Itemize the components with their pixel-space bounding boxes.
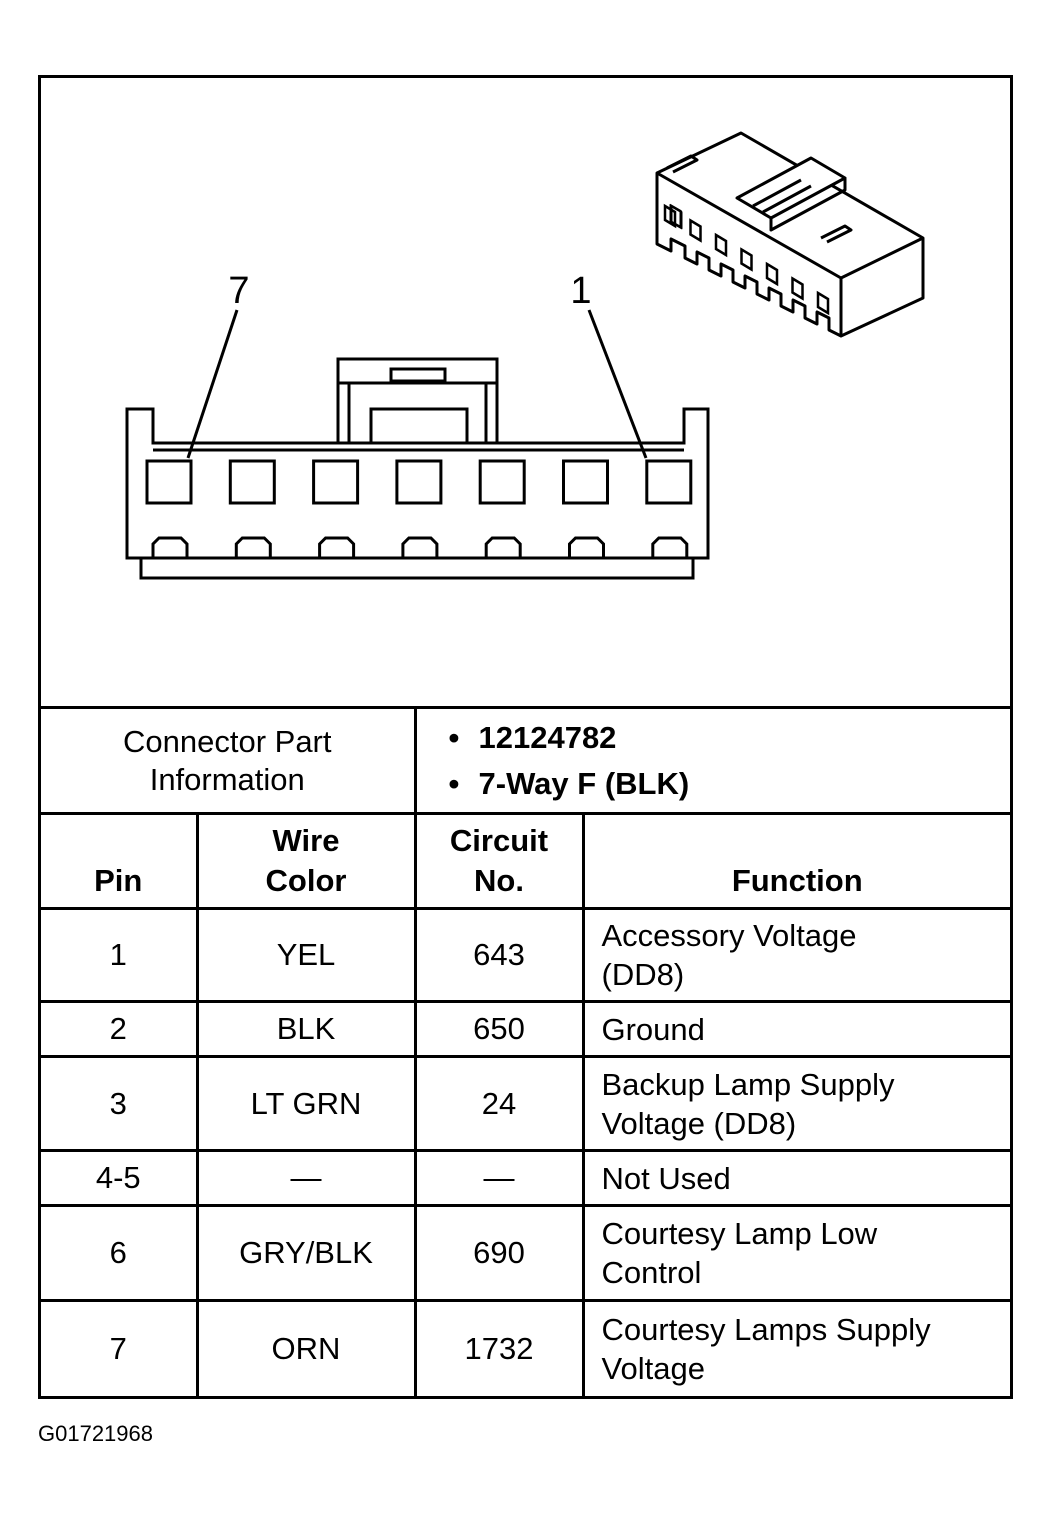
table-row: 1 YEL 643 Accessory Voltage (DD8) (41, 907, 1010, 1003)
terminal-cavity (478, 459, 526, 505)
locking-tab (651, 536, 689, 558)
header-wire-color: Wire Color (195, 812, 417, 910)
terminal-cavity (645, 459, 693, 505)
wire-color-cell: YEL (195, 907, 417, 1003)
bottom-locking-tabs (151, 536, 689, 558)
function-cell: Courtesy Lamp Low Control (581, 1204, 1010, 1302)
table-row: 4-5 — — Not Used (41, 1149, 1010, 1207)
pin-cell: 7 (41, 1299, 199, 1396)
table-row: 2 BLK 650 Ground (41, 1000, 1010, 1058)
figure-id: G01721968 (38, 1421, 153, 1446)
terminal-cavity (395, 459, 443, 505)
wire-color-cell: — (195, 1149, 417, 1207)
function-cell: Courtesy Lamps Supply Voltage (581, 1299, 1010, 1396)
connector-diagram: 7 1 (41, 78, 1010, 708)
function-cell: Not Used (581, 1149, 1010, 1207)
header-pin: Pin (41, 812, 199, 910)
locking-tab (234, 536, 272, 558)
locking-tab (151, 536, 189, 558)
locking-tab (484, 536, 522, 558)
table-row: 3 LT GRN 24 Backup Lamp Supply Voltage (… (41, 1055, 1010, 1152)
pin-cell: 6 (41, 1204, 199, 1302)
connector-part-info-label: Connector Part Information (41, 706, 417, 815)
circuit-cell: 1732 (413, 1299, 585, 1396)
pin-cell: 4-5 (41, 1149, 199, 1207)
locking-tab (401, 536, 439, 558)
function-cell: Accessory Voltage (DD8) (581, 907, 1010, 1003)
part-number: 12124782 (449, 715, 1011, 761)
pin-table: Connector Part Information 12124782 7-Wa… (41, 706, 1010, 1396)
table-header-row: Pin Wire Color Circuit No. Function (41, 812, 1010, 910)
table-row: 7 ORN 1732 Courtesy Lamps Supply Voltage (41, 1299, 1010, 1396)
isometric-cavity (714, 232, 728, 258)
terminal-cavities (145, 459, 693, 505)
connector-part-info-values: 12124782 7-Way F (BLK) (413, 706, 1011, 815)
isometric-cavity (689, 218, 702, 243)
wire-color-cell: ORN (195, 1299, 417, 1396)
circuit-cell: 650 (413, 1000, 585, 1058)
terminal-cavity (145, 459, 193, 505)
connector-face-view (125, 357, 710, 580)
pin-1-leader (587, 309, 648, 459)
circuit-cell: 24 (413, 1055, 585, 1152)
isometric-cavities (663, 203, 830, 316)
function-cell: Ground (581, 1000, 1010, 1058)
header-function: Function (581, 812, 1010, 910)
isometric-cavity (663, 203, 677, 229)
figure-frame: 7 1 (38, 75, 1013, 1399)
circuit-cell: — (413, 1149, 585, 1207)
wire-color-cell: GRY/BLK (195, 1204, 417, 1302)
locking-tab (318, 536, 356, 558)
locking-tab (568, 536, 605, 558)
table-row: 6 GRY/BLK 690 Courtesy Lamp Low Control (41, 1204, 1010, 1302)
pin-cell: 3 (41, 1055, 199, 1152)
function-cell: Backup Lamp Supply Voltage (DD8) (581, 1055, 1010, 1152)
connector-description: 7-Way F (BLK) (449, 761, 1011, 807)
connector-isometric-view (655, 131, 925, 338)
wire-color-cell: LT GRN (195, 1055, 417, 1152)
pin-cell: 2 (41, 1000, 199, 1058)
pin-7-leader (186, 309, 239, 459)
isometric-cavity (765, 261, 779, 287)
pin-1-callout: 1 (570, 270, 591, 312)
isometric-cavity (791, 276, 804, 301)
circuit-cell: 690 (413, 1204, 585, 1302)
isometric-cavity (740, 247, 753, 272)
isometric-cavity (816, 290, 830, 316)
header-circuit-no: Circuit No. (413, 812, 585, 910)
pin-cell: 1 (41, 907, 199, 1003)
pin-7-callout: 7 (228, 270, 249, 312)
terminal-cavity (562, 459, 609, 505)
wire-color-cell: BLK (195, 1000, 417, 1058)
connector-info-row: Connector Part Information 12124782 7-Wa… (41, 706, 1011, 815)
circuit-cell: 643 (413, 907, 585, 1003)
connector-drawing: 7 1 (125, 131, 925, 580)
terminal-cavity (228, 459, 276, 505)
terminal-cavity (312, 459, 360, 505)
